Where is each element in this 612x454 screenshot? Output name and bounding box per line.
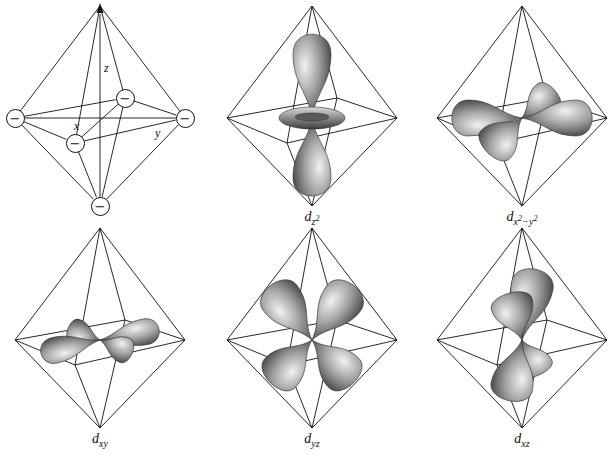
orbital-letter: d <box>507 209 514 224</box>
orbital-index: −y <box>522 216 533 227</box>
orbital-lobe <box>488 288 542 346</box>
octahedron-edge <box>75 6 100 143</box>
orbital-lobe <box>488 335 542 405</box>
axis-arrowhead <box>97 3 104 13</box>
charge-sign: − <box>120 92 131 105</box>
octahedron-panel <box>15 3 185 206</box>
orbital-label: dxy <box>92 432 108 449</box>
coordinate-axis <box>15 118 185 119</box>
orbital-lobe <box>293 118 331 196</box>
octahedron-edge <box>79 152 97 197</box>
octahedron-edge <box>15 228 100 340</box>
octahedron-edge <box>84 120 175 141</box>
charge-sign: − <box>70 137 81 150</box>
orbital-letter: d <box>92 431 99 446</box>
coordinate-axis <box>100 14 101 206</box>
octahedron-edge <box>100 6 125 98</box>
orbital-exponent: 2 <box>315 213 319 222</box>
orbital-lobe <box>254 273 329 353</box>
orbital-index: xy <box>99 438 108 449</box>
octahedron-panel <box>437 6 607 206</box>
orbital-label: dz2 <box>305 210 320 227</box>
octahedron-edge <box>134 101 176 115</box>
torus-hole <box>295 113 329 121</box>
axis-label: y <box>155 127 160 139</box>
orbital-label: dx2−y2 <box>507 210 538 227</box>
octahedron-edge <box>100 6 185 118</box>
octahedron-panel <box>227 6 397 206</box>
orbital-torus <box>279 107 345 129</box>
orbital-letter: d <box>514 431 521 446</box>
orbital-index: z <box>312 216 316 227</box>
orbital-lobe <box>522 100 592 136</box>
orbital-lobe <box>473 104 536 167</box>
octahedron-panel <box>227 228 397 428</box>
orbital-subscript: x2−y2 <box>514 216 538 227</box>
octahedron-edge <box>227 118 287 143</box>
octahedron-edge <box>100 228 125 320</box>
orbital-subscript: xz <box>521 438 529 449</box>
orbital-lobe <box>38 327 103 366</box>
orbital-label: dxz <box>514 432 529 449</box>
octahedron-panel <box>15 228 185 428</box>
orbital-label: dyz <box>304 432 319 449</box>
charge-circle: − <box>66 134 85 153</box>
charge-sign: − <box>95 200 106 213</box>
orbital-index: x <box>514 216 518 227</box>
orbital-lobe <box>297 325 369 397</box>
charge-circle: − <box>91 197 110 216</box>
octahedron-edge <box>15 6 100 118</box>
octahedron-edge <box>547 320 607 340</box>
charge-sign: − <box>10 112 21 125</box>
charge-circle: − <box>176 109 195 128</box>
orbital-lobe <box>95 328 137 365</box>
orbital-letter: d <box>305 209 312 224</box>
orbital-lobe <box>293 34 331 118</box>
orbital-subscript: xy <box>99 438 108 449</box>
orbital-letter: d <box>304 431 311 446</box>
orbital-subscript: z2 <box>312 216 320 227</box>
connectors <box>22 100 179 199</box>
octahedra <box>15 3 607 428</box>
octahedron-edge <box>24 122 66 140</box>
orbital-subscript: yz <box>311 438 319 449</box>
octahedron-edge <box>107 125 179 199</box>
charge-sign: − <box>180 112 191 125</box>
orbital-index: xz <box>521 438 529 449</box>
charge-circle: − <box>6 109 25 128</box>
orbital-exponent: 2 <box>518 213 522 222</box>
axis-label: z <box>104 62 109 74</box>
octahedron-edge <box>102 107 123 196</box>
octahedron-edge <box>24 100 115 117</box>
axis-label: x <box>74 120 79 132</box>
octahedron-edge <box>437 340 497 365</box>
octahedron-edge <box>337 98 397 118</box>
octahedron-panel <box>437 228 607 428</box>
octahedron-edge <box>75 365 100 428</box>
orbital-index: yz <box>311 438 319 449</box>
charge-circle: − <box>116 89 135 108</box>
orbital-exponent: 2 <box>533 213 537 222</box>
orbital-lobe <box>255 325 327 397</box>
